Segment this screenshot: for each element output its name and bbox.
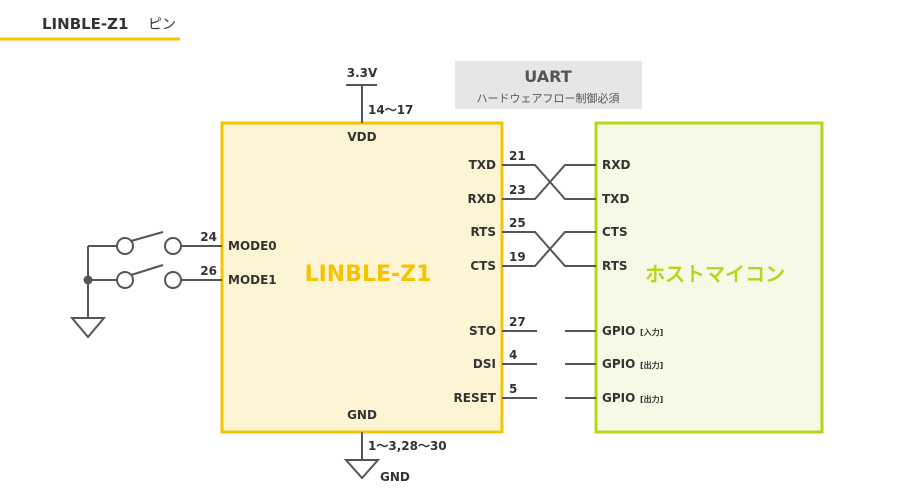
switch1-lever — [130, 264, 164, 276]
left-pin-label: MODE1 — [228, 273, 277, 287]
switch0-lever — [130, 231, 164, 242]
uart-note: ハードウェアフロー制御必須 — [477, 91, 620, 105]
host-pin-direction: [出力] — [640, 360, 663, 370]
host-pin-label: GPIO — [602, 357, 635, 371]
vdd-label: VDD — [347, 130, 376, 144]
module-pin-number: 27 — [509, 315, 526, 329]
host-name: ホストマイコン — [645, 262, 785, 286]
uart-note-box — [455, 61, 642, 109]
module-pin-label: CTS — [470, 259, 496, 273]
switch-ground-symbol — [69, 317, 107, 339]
module-pin-number: 5 — [509, 382, 517, 396]
module-pin-number: 23 — [509, 183, 526, 197]
left-pin-number: 24 — [200, 230, 217, 244]
switch1-contact-left — [116, 271, 134, 289]
module-pin-number: 19 — [509, 250, 526, 264]
gnd-pin-numbers: 1〜3,28〜30 — [368, 439, 447, 453]
module-box — [220, 121, 504, 434]
uart-title: UART — [524, 67, 571, 86]
host-pin-direction: [出力] — [640, 394, 663, 404]
vdd-supply-label: 3.3V — [347, 66, 378, 80]
header-title: LINBLE-Z1 — [42, 15, 128, 33]
vdd-pin-numbers: 14〜17 — [368, 103, 413, 117]
left-pin-number: 26 — [200, 264, 217, 278]
host-pin-label: TXD — [602, 192, 629, 206]
host-pin-label: GPIO — [602, 324, 635, 338]
switch0-contact-left — [116, 237, 134, 255]
host-pin-label: GPIO — [602, 391, 635, 405]
module-pin-label: STO — [469, 324, 496, 338]
module-pin-label: RESET — [454, 391, 497, 405]
module-pin-number: 25 — [509, 216, 526, 230]
header-subtitle: ピン — [148, 17, 176, 33]
module-pin-number: 21 — [509, 149, 526, 163]
host-pin-direction: [入力] — [640, 327, 663, 337]
left-pin-label: MODE0 — [228, 239, 277, 253]
switch0-contact-right — [164, 237, 182, 255]
module-name: LINBLE-Z1 — [305, 262, 432, 287]
switch1-contact-right — [164, 271, 182, 289]
cts-to-host-rts-wire — [502, 231, 596, 267]
host-pin-label: RTS — [602, 259, 628, 273]
rxd-to-host-txd-wire — [502, 164, 596, 200]
host-pin-label: RXD — [602, 158, 630, 172]
host-box — [594, 121, 824, 434]
ground-symbol — [343, 459, 381, 480]
host-pin-label: CTS — [602, 225, 628, 239]
module-pin-label: RTS — [470, 225, 496, 239]
module-pin-number: 4 — [509, 348, 517, 362]
module-pin-label: DSI — [473, 357, 496, 371]
module-pin-label: RXD — [468, 192, 496, 206]
junction-dot — [83, 275, 93, 285]
gnd-bottom-label: GND — [380, 470, 410, 484]
gnd-label: GND — [347, 408, 377, 422]
module-pin-label: TXD — [469, 158, 496, 172]
